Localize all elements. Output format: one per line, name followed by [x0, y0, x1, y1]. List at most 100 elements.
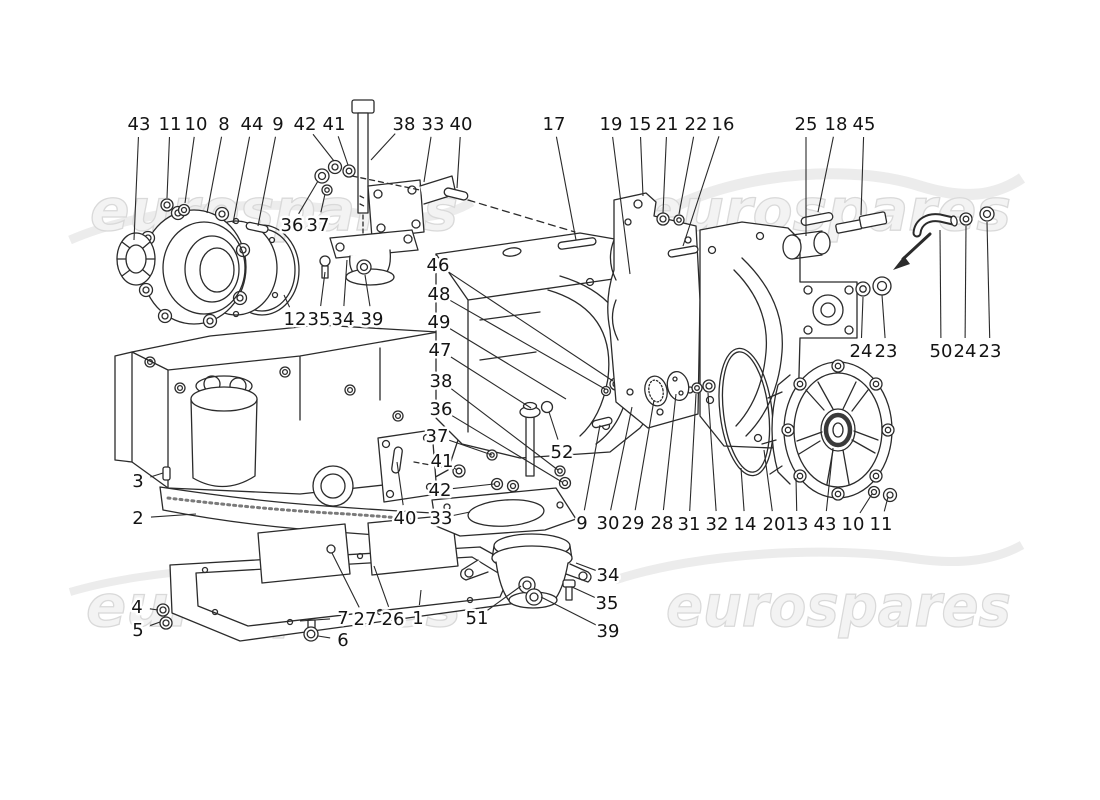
part-label-33: 33: [430, 508, 453, 529]
part-label-10: 10: [842, 514, 865, 535]
leader-line-23: [881, 294, 886, 339]
part-label-41: 41: [323, 114, 346, 135]
leader-line-11: [883, 496, 889, 512]
pipe-45-b: [858, 211, 888, 229]
leader-line-16: [682, 136, 720, 247]
washer-10b: [867, 485, 881, 499]
nut-36: [314, 168, 330, 184]
leader-line-37: [449, 439, 493, 456]
baffle-plate-right: [367, 514, 459, 576]
bolt-38b: [554, 465, 566, 477]
part-label-14: 14: [734, 514, 757, 535]
elbow-pipe-50: [912, 213, 958, 238]
leader-line-40: [396, 461, 404, 506]
part-label-6: 6: [337, 630, 348, 651]
leader-line-24: [964, 225, 967, 339]
part-label-21: 21: [656, 114, 679, 135]
ball-52: [540, 400, 554, 414]
leader-line-14: [740, 467, 745, 512]
leader-line-44: [232, 136, 251, 224]
leader-line-40: [456, 136, 461, 189]
plug-23b: [979, 206, 995, 222]
leader-line-49: [449, 328, 567, 400]
part-label-23: 23: [875, 341, 898, 362]
leader-line-26: [373, 565, 390, 607]
leader-line-38: [451, 388, 559, 471]
part-label-38: 38: [430, 371, 453, 392]
part-label-52: 52: [551, 442, 574, 463]
leader-line-46: [448, 271, 614, 382]
washer-24a: [855, 281, 871, 297]
part-label-24: 24: [954, 341, 977, 362]
part-label-3: 3: [132, 471, 143, 492]
leader-line-4: [149, 608, 159, 611]
pin-9b: [591, 416, 613, 429]
cover-8: [141, 209, 247, 325]
part-label-10: 10: [185, 114, 208, 135]
leader-line-12: [283, 294, 291, 308]
part-label-39: 39: [597, 621, 620, 642]
part-label-22: 22: [685, 114, 708, 135]
leader-line-17: [555, 136, 577, 241]
leader-line-10: [859, 493, 873, 514]
nut-41b: [452, 464, 466, 478]
leader-line-23: [986, 221, 991, 339]
part-label-2: 2: [132, 508, 143, 529]
bolt-38: [351, 99, 375, 236]
baffle-bolt-27: [326, 544, 336, 554]
part-label-15: 15: [629, 114, 652, 135]
leader-line-39: [540, 596, 597, 626]
leader-line-11: [166, 136, 171, 199]
nut-42: [327, 159, 343, 175]
part-label-42: 42: [429, 480, 452, 501]
leader-line-45: [860, 136, 865, 216]
part-label-50: 50: [930, 341, 953, 362]
part-label-43: 43: [814, 514, 837, 535]
oil-filter: [190, 375, 258, 488]
part-label-13: 13: [786, 514, 809, 535]
leader-line-38: [370, 133, 396, 161]
washer-10: [177, 203, 191, 217]
leader-line-52: [548, 411, 559, 440]
part-label-11: 11: [870, 514, 893, 535]
pin-40: [443, 187, 469, 201]
leader-line-9: [583, 424, 601, 511]
leader-line-20: [763, 449, 773, 512]
baffle-plate-left: [257, 523, 351, 584]
leader-line-42: [312, 133, 335, 162]
part-label-19: 19: [600, 114, 623, 135]
leader-line-34: [343, 259, 348, 307]
nut-11: [160, 198, 174, 212]
leader-line-21: [662, 136, 667, 214]
stud-17: [557, 237, 597, 250]
part-label-40: 40: [394, 508, 417, 529]
nut-5: [159, 616, 173, 630]
leader-line-8: [206, 136, 223, 214]
leader-line-35: [320, 271, 326, 307]
leader-line-15: [639, 136, 644, 197]
o-ring-14: [718, 347, 774, 477]
alignment-dash-line: [467, 199, 576, 233]
part-label-16: 16: [712, 114, 735, 135]
leader-line-35: [571, 586, 596, 599]
pointer-arrow: [893, 232, 932, 270]
engine-block: [114, 324, 463, 507]
washer-4: [156, 603, 170, 617]
part-label-34: 34: [597, 565, 620, 586]
leader-line-30: [610, 406, 633, 511]
part-label-36: 36: [430, 399, 453, 420]
leader-line-51: [487, 585, 522, 611]
nut-21: [656, 212, 670, 226]
leader-line-37: [320, 193, 326, 213]
leader-line-41: [337, 136, 349, 166]
part-label-35: 35: [308, 309, 331, 330]
part-label-30: 30: [597, 513, 620, 534]
leader-line-36: [451, 415, 563, 483]
washer-31: [691, 382, 703, 394]
bolt-35b: [562, 579, 576, 601]
nut-11b: [882, 487, 898, 503]
part-label-42: 42: [294, 114, 317, 135]
part-label-31: 31: [678, 514, 701, 535]
